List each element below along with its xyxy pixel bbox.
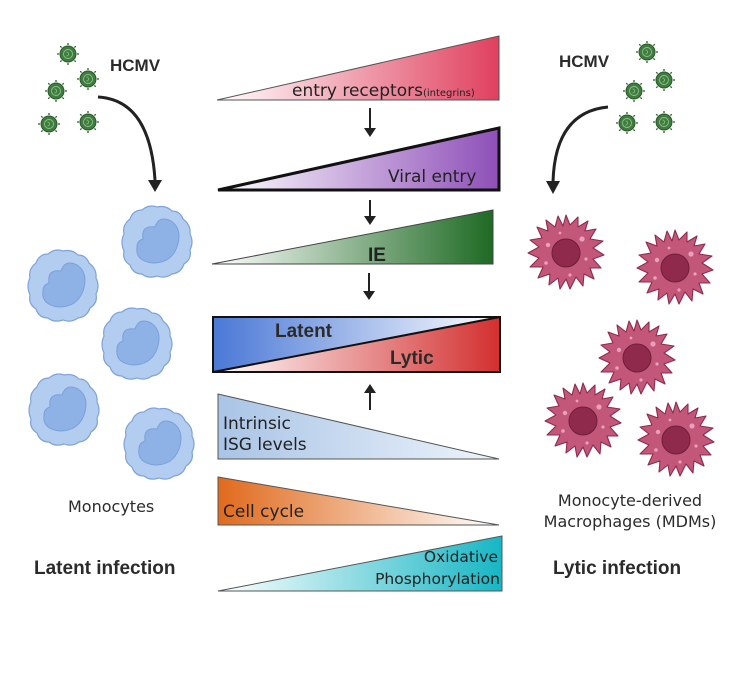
macrophage-cell-icon <box>544 382 622 458</box>
oxphos-label-line1: Oxidative <box>424 548 498 566</box>
gradient-latent-lytic: Latent Lytic <box>212 316 501 373</box>
right-hcmv-label: HCMV <box>559 52 610 71</box>
virus-particle-icon <box>76 110 100 134</box>
gradient-isg: Intrinsic ISG levels <box>217 393 500 460</box>
arrow-down-1 <box>364 108 376 137</box>
left-curved-arrow-head <box>148 180 162 192</box>
latent-label: Latent <box>275 321 333 342</box>
latent-infection-label: Latent infection <box>34 558 176 579</box>
arrow-up-1 <box>364 384 376 410</box>
virus-particle-icon <box>622 79 646 103</box>
monocyte-cell-icon <box>121 205 193 278</box>
monocyte-cell-icon <box>28 373 100 446</box>
virus-particle-icon <box>76 67 100 91</box>
isg-label-line2: ISG levels <box>223 435 307 455</box>
arrow-down-3 <box>363 273 375 300</box>
mdm-label-line2: Macrophages (MDMs) <box>543 512 717 531</box>
left-virus-group <box>37 42 100 136</box>
virus-particle-icon <box>615 111 639 135</box>
gradient-viral-entry: Viral entry <box>217 126 501 192</box>
monocyte-cell-icon <box>123 407 195 480</box>
virus-particle-icon <box>56 42 80 66</box>
monocyte-cell-icon <box>101 307 173 380</box>
arrow-down-icon <box>364 216 376 225</box>
monocyte-group <box>27 205 195 480</box>
arrow-down-icon <box>364 128 376 137</box>
macrophage-cell-icon <box>636 229 714 305</box>
gradient-oxphos: Oxidative Phosphorylation <box>217 535 503 592</box>
right-curved-arrow-head <box>546 181 560 194</box>
lytic-label: Lytic <box>390 348 434 369</box>
virus-particle-icon <box>44 79 68 103</box>
gradient-cell-cycle: Cell cycle <box>217 476 500 526</box>
macrophage-cell-icon <box>527 214 605 290</box>
oxphos-label-line2: Phosphorylation <box>375 570 500 588</box>
virus-particle-icon <box>652 68 676 92</box>
isg-label-line1: Intrinsic <box>223 414 291 434</box>
viral-entry-label: Viral entry <box>388 167 476 187</box>
cell-cycle-label: Cell cycle <box>223 502 304 522</box>
macrophage-group <box>527 214 715 477</box>
arrow-down-2 <box>364 200 376 225</box>
lytic-infection-label: Lytic infection <box>553 558 682 579</box>
left-curved-arrow <box>97 95 157 181</box>
gradient-ie: IE <box>211 209 494 266</box>
right-virus-group <box>615 40 676 135</box>
mdm-label: Monocyte-derived Macrophages (MDMs) <box>520 490 738 532</box>
arrow-down-icon <box>363 291 375 300</box>
macrophage-cell-icon <box>598 319 676 395</box>
mdm-label-line1: Monocyte-derived <box>557 491 703 510</box>
gradient-entry-receptors: entry receptors(integrins) <box>216 35 500 101</box>
monocyte-cell-icon <box>27 249 99 322</box>
arrow-up-icon <box>364 384 376 393</box>
ie-label: IE <box>368 245 386 266</box>
virus-particle-icon <box>37 112 61 136</box>
virus-particle-icon <box>652 110 676 134</box>
monocytes-label: Monocytes <box>68 497 155 516</box>
left-hcmv-label: HCMV <box>110 56 161 75</box>
right-curved-arrow <box>551 105 609 183</box>
entry-receptors-label: entry receptors(integrins) <box>292 81 475 101</box>
virus-particle-icon <box>635 40 659 64</box>
macrophage-cell-icon <box>637 401 715 477</box>
